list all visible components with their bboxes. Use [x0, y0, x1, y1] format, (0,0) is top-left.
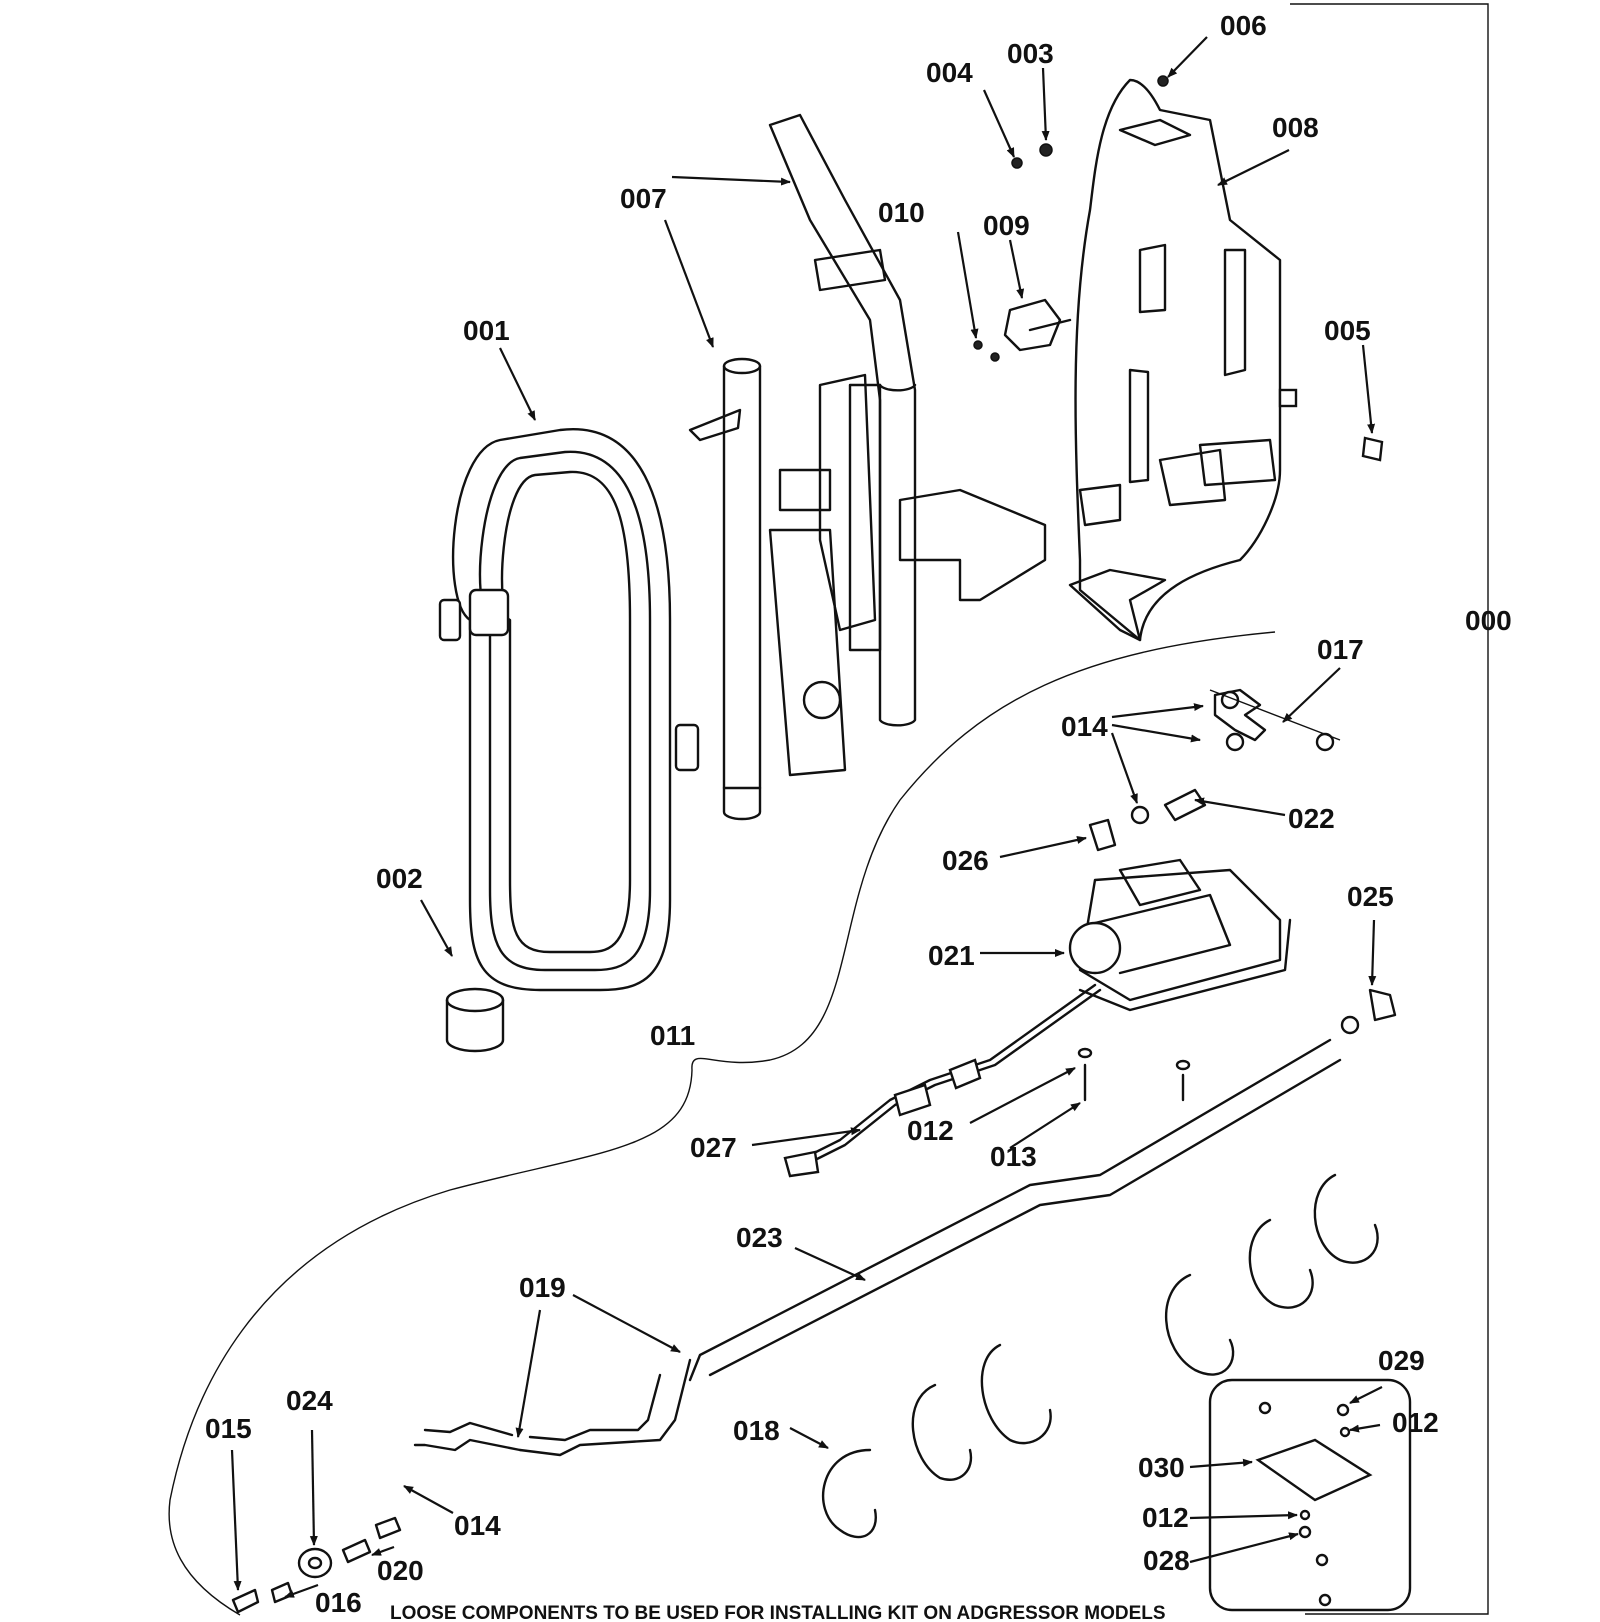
wand-tube: [688, 113, 1047, 821]
fittings-upper: [1088, 688, 1341, 852]
callout-011: 011: [650, 1020, 695, 1051]
callout-004: 004: [926, 57, 973, 88]
callout-020: 020: [377, 1555, 424, 1586]
callout-029: 029: [1378, 1345, 1425, 1376]
callout-014-a: 014: [1061, 711, 1108, 742]
clip-bracket: [1003, 298, 1072, 352]
callout-012-b: 012: [1392, 1407, 1439, 1438]
callout-010: 010: [878, 197, 925, 228]
power-cord: [783, 983, 1102, 1178]
sleeve-cylinder: [445, 987, 505, 1053]
callout-016: 016: [315, 1587, 362, 1618]
backplate: [1068, 78, 1298, 642]
callout-001: 001: [463, 315, 510, 346]
loose-components-note: LOOSE COMPONENTS TO BE USED FOR INSTALLI…: [390, 1603, 1166, 1622]
callout-018: 018: [733, 1415, 780, 1446]
hose-assembly: [438, 427, 700, 992]
pump-motor: [1068, 858, 1292, 1012]
callout-022: 022: [1288, 803, 1335, 834]
loose-components-divider: [168, 631, 1276, 1616]
callout-024: 024: [286, 1385, 333, 1416]
callout-000: 000: [1465, 605, 1512, 636]
mounting-screws: [1077, 1047, 1191, 1102]
callout-019: 019: [519, 1272, 566, 1303]
callout-017: 017: [1317, 634, 1364, 665]
callout-013: 013: [990, 1141, 1037, 1172]
callout-007: 007: [620, 183, 667, 214]
callout-006: 006: [1220, 10, 1267, 41]
callout-030: 030: [1138, 1452, 1185, 1483]
callout-028: 028: [1143, 1545, 1190, 1576]
callout-025: 025: [1347, 881, 1394, 912]
callout-008: 008: [1272, 112, 1319, 143]
callout-009: 009: [983, 210, 1030, 241]
callout-012-c: 012: [1142, 1502, 1189, 1533]
callout-021: 021: [928, 940, 975, 971]
discharge-hose: [413, 1038, 1342, 1457]
callout-012-a: 012: [907, 1115, 954, 1146]
adhesive-pad: [1361, 436, 1384, 462]
callout-015: 015: [205, 1413, 252, 1444]
hose-clips: [821, 1173, 1379, 1539]
callout-026: 026: [942, 845, 989, 876]
callout-002: 002: [376, 863, 423, 894]
elbow-fitting: [1340, 988, 1397, 1035]
callout-005: 005: [1324, 315, 1371, 346]
screws: [973, 75, 1169, 362]
inlet-fittings: [231, 1516, 402, 1614]
callout-027: 027: [690, 1132, 737, 1163]
callout-labels: 000 001 002 003 004 005 006 007 008 009 …: [205, 10, 1512, 1622]
inset-box: [1208, 1378, 1412, 1612]
callout-014-b: 014: [454, 1510, 501, 1541]
leader-lines: [230, 36, 1383, 1599]
assembly-bracket: [1290, 3, 1489, 1615]
callout-003: 003: [1007, 38, 1054, 69]
callout-023: 023: [736, 1222, 783, 1253]
